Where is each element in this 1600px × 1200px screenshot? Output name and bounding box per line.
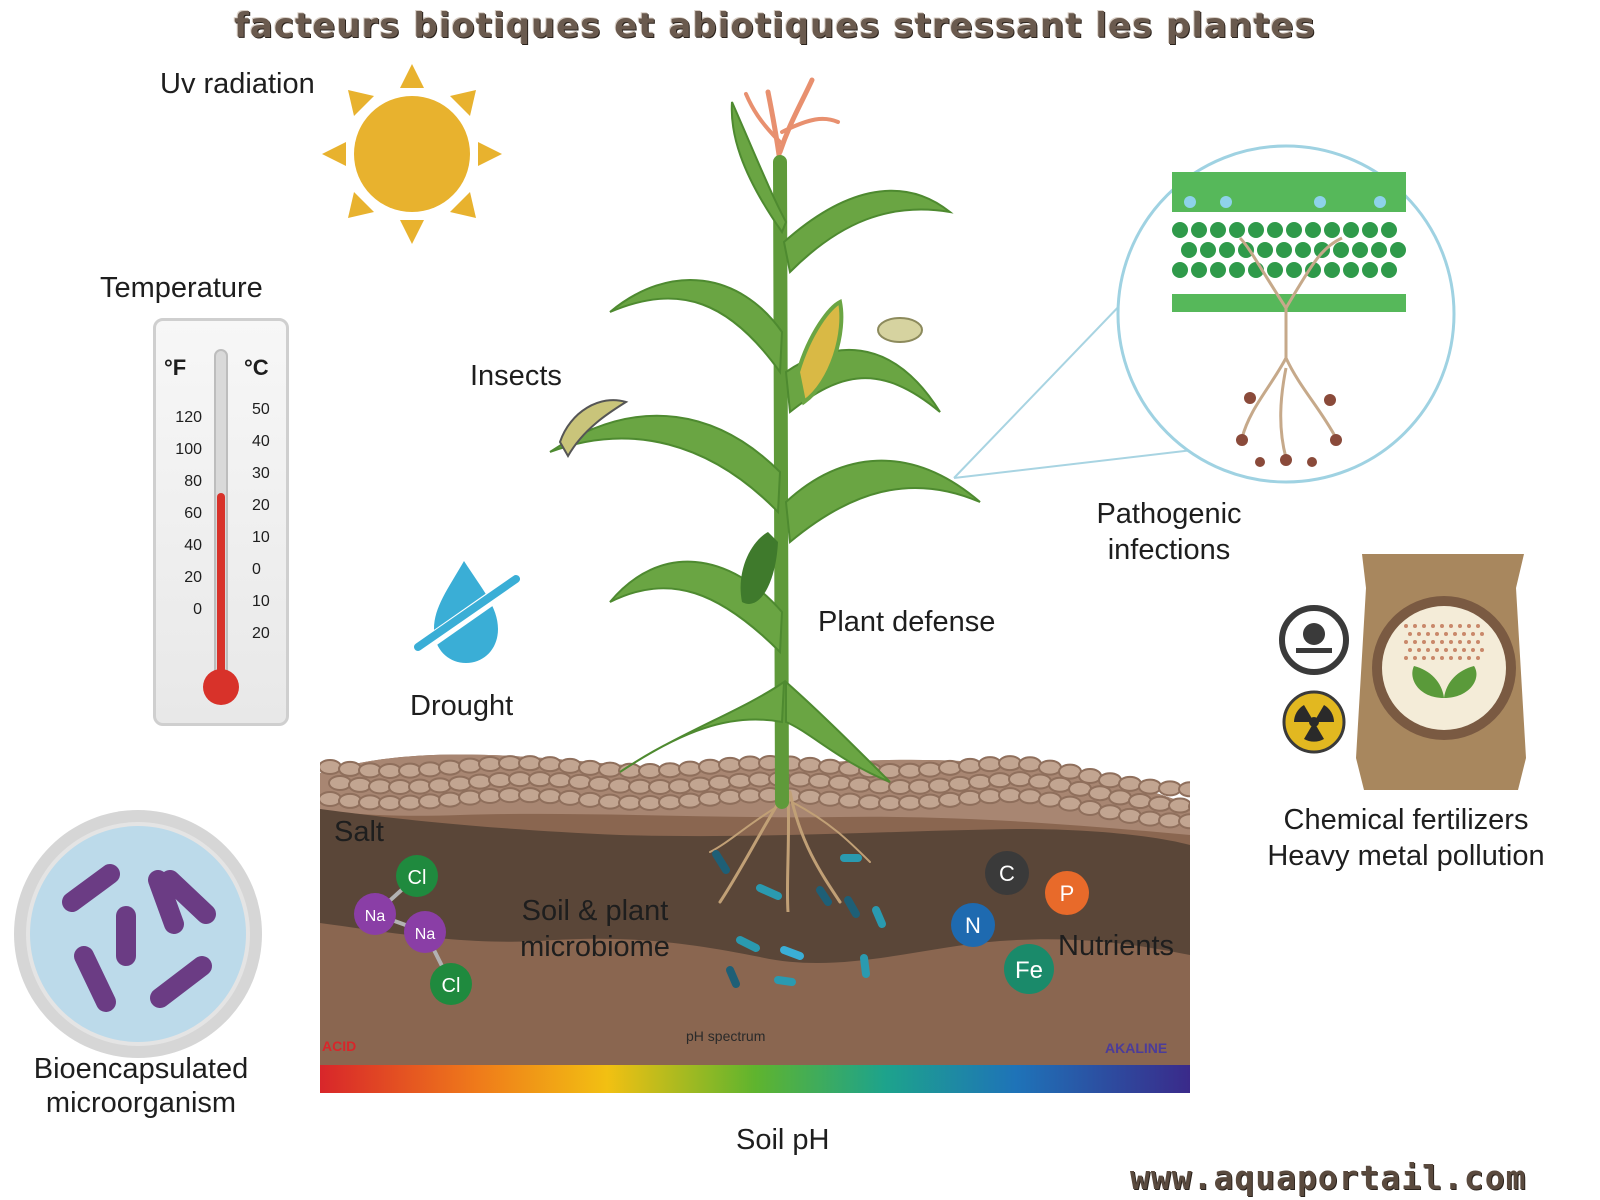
celsius-tick: 10 xyxy=(252,593,270,610)
microbiome-label: Soil & plant microbiome xyxy=(506,893,684,965)
celsius-tick: 0 xyxy=(252,561,261,578)
drought-icon xyxy=(411,561,521,663)
ion-p: P xyxy=(1060,881,1075,906)
pathogenic-line1: Pathogenic xyxy=(1096,498,1242,530)
ion-cl-2: Cl xyxy=(442,975,461,997)
celsius-tick: 20 xyxy=(252,625,270,642)
skull-icon xyxy=(1296,623,1332,653)
acid-label: ACID xyxy=(322,1038,357,1054)
fahrenheit-tick: 100 xyxy=(175,441,202,458)
ion-cl-1: Cl xyxy=(408,867,427,889)
website-watermark: www.aquaportail.com xyxy=(1130,1158,1527,1197)
nutrient-ions: C P N Fe xyxy=(951,851,1089,994)
bioencapsulated-line1: Bioencapsulated xyxy=(33,1053,249,1085)
celsius-tick: 40 xyxy=(252,433,270,450)
thermometer-bulb xyxy=(203,669,239,705)
fahrenheit-tick: 60 xyxy=(184,505,202,522)
radiation-icon xyxy=(1294,705,1334,742)
microbiome-bacteria xyxy=(712,850,886,988)
uv-radiation-label: Uv radiation xyxy=(160,68,315,100)
celsius-unit: °C xyxy=(244,355,269,380)
celsius-tick: 20 xyxy=(252,497,270,514)
insects-label: Insects xyxy=(470,360,562,392)
salt-label: Salt xyxy=(334,816,384,848)
thermometer-mercury xyxy=(217,493,225,679)
corn-plant-illustration xyxy=(549,77,981,912)
soil-ph-label: Soil pH xyxy=(736,1124,830,1156)
ion-na-1: Na xyxy=(365,908,386,925)
ion-c: C xyxy=(999,861,1015,886)
sun-icon xyxy=(322,64,502,244)
petri-dish-icon xyxy=(14,810,262,1058)
pathogenic-line2: infections xyxy=(1107,534,1231,566)
salt-ions: Cl Na Na Cl xyxy=(354,855,472,1005)
ion-na-2: Na xyxy=(415,926,436,943)
fahrenheit-tick: 40 xyxy=(184,537,202,554)
celsius-tick: 50 xyxy=(252,401,270,418)
fertilizer-bag-icon xyxy=(1279,554,1526,790)
microbiome-line2: microbiome xyxy=(520,931,670,963)
fahrenheit-tick: 0 xyxy=(193,601,202,618)
pathogen-magnifier xyxy=(953,144,1456,484)
ion-fe: Fe xyxy=(1015,957,1043,984)
fahrenheit-tick: 80 xyxy=(184,473,202,490)
bioencapsulated-line2: microorganism xyxy=(45,1087,237,1119)
pathogenic-label: Pathogenic infections xyxy=(1078,496,1260,568)
temperature-label: Temperature xyxy=(100,272,263,304)
microbiome-line1: Soil & plant xyxy=(521,895,669,927)
fertilizers-line2: Heavy metal pollution xyxy=(1267,840,1545,872)
ion-n: N xyxy=(965,913,981,938)
fertilizers-line1: Chemical fertilizers xyxy=(1283,804,1529,836)
fahrenheit-tick: 120 xyxy=(175,409,202,426)
plant-defense-label: Plant defense xyxy=(818,606,996,638)
drought-label: Drought xyxy=(410,690,514,722)
ph-spectrum-label: pH spectrum xyxy=(686,1028,766,1044)
fertilizers-label: Chemical fertilizers Heavy metal polluti… xyxy=(1256,802,1556,874)
fahrenheit-unit: °F xyxy=(164,355,187,380)
alkaline-label: AKALINE xyxy=(1105,1040,1168,1056)
page-title: facteurs biotiques et abiotiques stressa… xyxy=(234,6,1316,46)
fahrenheit-tick: 20 xyxy=(184,569,202,586)
celsius-tick: 30 xyxy=(252,465,270,482)
bioencapsulated-label: Bioencapsulated microorganism xyxy=(10,1052,272,1120)
nutrients-label: Nutrients xyxy=(1058,930,1175,962)
celsius-tick: 10 xyxy=(252,529,270,546)
